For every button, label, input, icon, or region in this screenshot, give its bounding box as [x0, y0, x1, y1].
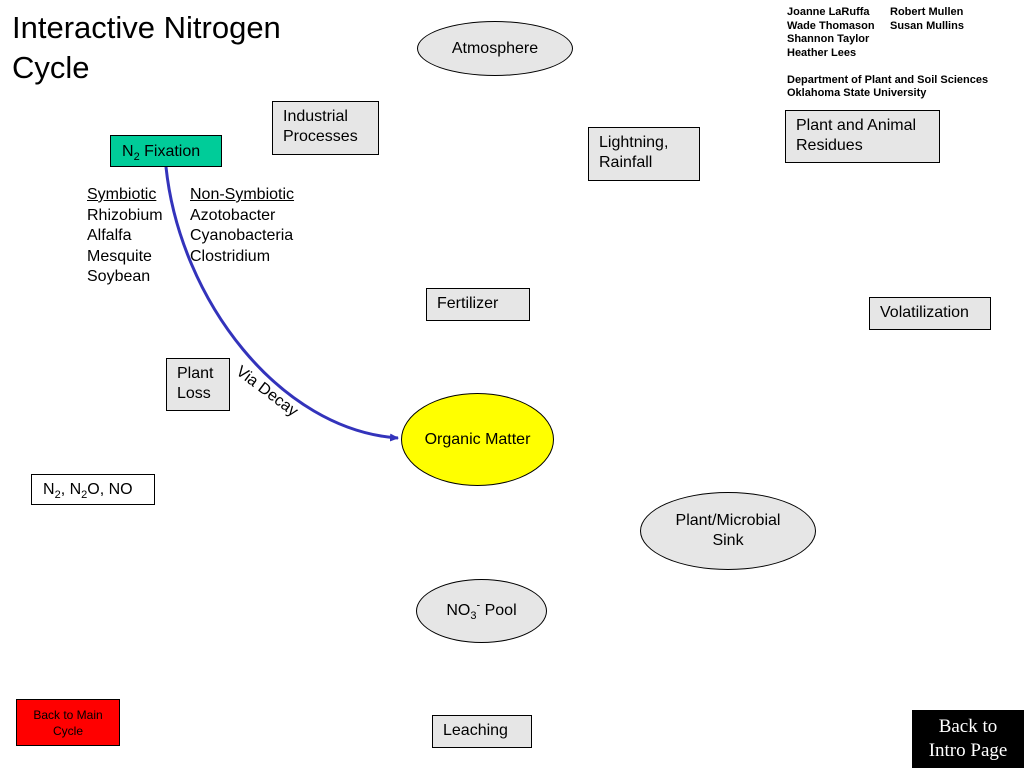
- industrial-processes-node[interactable]: Industrial Processes: [272, 101, 379, 155]
- symbiotic-list: Symbiotic Rhizobium Alfalfa Mesquite Soy…: [87, 185, 163, 288]
- title-line-2: Cycle: [12, 50, 90, 85]
- gas-n2-n: N: [43, 481, 55, 498]
- gas-n2-sub: 2: [54, 489, 61, 502]
- organic-matter-node[interactable]: Organic Matter: [401, 393, 554, 486]
- back-main-line-1: Back to Main: [33, 707, 103, 722]
- organic-matter-label: Organic Matter: [424, 430, 531, 448]
- non-symbiotic-heading: Non-Symbiotic: [190, 186, 295, 203]
- page-title: Interactive Nitrogen Cycle: [12, 8, 281, 88]
- industrial-label-line-2: Processes: [283, 128, 358, 145]
- credits-row: Shannon Taylor: [787, 33, 988, 47]
- no3-pool-node[interactable]: NO3- Pool: [416, 579, 547, 643]
- no3-rest: Pool: [480, 602, 517, 619]
- fertilizer-node[interactable]: Fertilizer: [426, 288, 530, 321]
- plant-animal-residues-node[interactable]: Plant and Animal Residues: [785, 110, 940, 163]
- lightning-label-line-2: Rainfall: [599, 154, 653, 171]
- department-name: Department of Plant and Soil Sciences: [787, 73, 989, 86]
- credits-block: Joanne LaRuffa Robert Mullen Wade Thomas…: [787, 6, 988, 101]
- university-name: Oklahoma State University: [787, 87, 927, 99]
- list-item: Azotobacter: [190, 206, 276, 224]
- n2-fixation-rest: Fixation: [139, 143, 201, 160]
- list-item: Clostridium: [190, 247, 271, 265]
- n2-fixation-n: N: [122, 143, 134, 160]
- industrial-label-line-1: Industrial: [283, 108, 348, 125]
- back-to-main-cycle-button[interactable]: Back to Main Cycle: [16, 699, 120, 746]
- no3-sup: -: [476, 599, 481, 612]
- no3-no: NO: [446, 602, 471, 619]
- plant-loss-line-1: Plant: [177, 365, 214, 382]
- back-main-line-2: Cycle: [52, 723, 83, 738]
- list-item: Mesquite: [87, 247, 152, 265]
- volatilization-node[interactable]: Volatilization: [869, 297, 991, 330]
- n2-fixation-sub: 2: [133, 151, 140, 164]
- non-symbiotic-list: Non-Symbiotic Azotobacter Cyanobacteria …: [190, 185, 294, 267]
- sink-label-line-2: Sink: [712, 532, 744, 549]
- fertilizer-label: Fertilizer: [437, 295, 499, 312]
- n2-fixation-node[interactable]: N2 Fixation: [110, 135, 222, 167]
- leaching-label: Leaching: [443, 722, 508, 739]
- sink-label-line-1: Plant/Microbial: [675, 512, 781, 529]
- author-name: Robert Mullen: [890, 6, 964, 18]
- plant-microbial-sink-node[interactable]: Plant/Microbial Sink: [640, 492, 816, 570]
- list-item: Rhizobium: [87, 206, 163, 224]
- gas-n2o-n: N: [69, 481, 82, 498]
- title-line-1: Interactive Nitrogen: [12, 10, 281, 45]
- author-name: Wade Thomason: [787, 19, 875, 32]
- credits-row: Heather Lees: [787, 47, 988, 61]
- list-item: Alfalfa: [87, 227, 132, 244]
- author-name: Shannon Taylor: [787, 33, 870, 45]
- credits-row: Wade Thomason Susan Mullins: [787, 20, 988, 34]
- author-name: Heather Lees: [787, 46, 857, 59]
- lightning-rainfall-node[interactable]: Lightning, Rainfall: [588, 127, 700, 181]
- gas-n2o-sub: 2: [81, 489, 88, 502]
- author-name: Joanne LaRuffa: [787, 6, 870, 18]
- volatilization-label: Volatilization: [880, 304, 969, 321]
- back-to-intro-page-button[interactable]: Back to Intro Page: [912, 710, 1024, 768]
- list-item: Soybean: [87, 268, 151, 285]
- leaching-node[interactable]: Leaching: [432, 715, 532, 748]
- atmosphere-label: Atmosphere: [451, 39, 539, 57]
- back-intro-line-2: Intro Page: [928, 740, 1008, 761]
- plant-loss-node[interactable]: Plant Loss: [166, 358, 230, 411]
- credits-row: Joanne LaRuffa Robert Mullen: [787, 6, 988, 20]
- symbiotic-heading: Symbiotic: [87, 186, 157, 203]
- list-item: Cyanobacteria: [190, 227, 294, 244]
- plant-loss-line-2: Loss: [177, 385, 211, 402]
- author-name: Susan Mullins: [890, 19, 964, 32]
- residues-label-line-2: Residues: [796, 137, 863, 154]
- residues-label-line-1: Plant and Animal: [796, 117, 917, 134]
- no3-sub: 3: [470, 610, 477, 623]
- gas-n2o-rest: O, NO: [87, 481, 133, 498]
- lightning-label-line-1: Lightning,: [599, 134, 669, 151]
- gas-separator: ,: [60, 481, 70, 498]
- n-gases-node[interactable]: N2, N2O, NO: [31, 474, 155, 505]
- atmosphere-node[interactable]: Atmosphere: [417, 21, 573, 76]
- back-intro-line-1: Back to: [938, 716, 998, 737]
